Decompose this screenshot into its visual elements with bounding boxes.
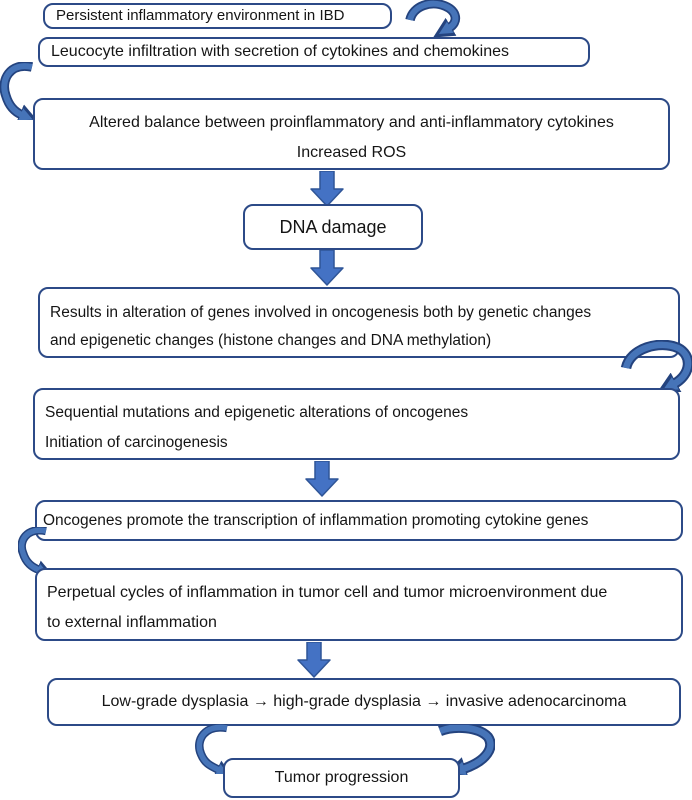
box-altered-balance: Altered balance between proinflammatory …	[33, 98, 670, 170]
box-dysplasia-progression: Low-grade dysplasia → high-grade dysplas…	[47, 678, 681, 726]
box-oncogene-transcription: Oncogenes promote the transcription of i…	[35, 500, 683, 541]
box-leucocyte-infiltration: Leucocyte infiltration with secretion of…	[38, 37, 590, 67]
down-block-arrow-2	[309, 250, 345, 286]
box-sequential-mutations: Sequential mutations and epigenetic alte…	[33, 388, 680, 460]
box-tumor-progression: Tumor progression	[223, 758, 460, 798]
curved-loop-arrow-2	[620, 340, 692, 392]
box-gene-alteration-line2: and epigenetic changes (histone changes …	[50, 332, 492, 349]
c-curve-arrow-3	[193, 724, 235, 774]
box-persistent-inflammation: Persistent inflammatory environment in I…	[43, 3, 392, 29]
box-gene-alteration: Results in alteration of genes involved …	[38, 287, 680, 358]
curved-loop-arrow-1	[405, 0, 463, 40]
down-block-arrow-1	[309, 171, 345, 207]
box-altered-balance-line1: Altered balance between proinflammatory …	[89, 114, 614, 131]
box-dna-damage: DNA damage	[243, 204, 423, 250]
down-block-arrow-3	[304, 461, 340, 497]
c-curve-arrow-2	[18, 527, 54, 573]
c-curve-arrow-1	[0, 62, 40, 120]
box-altered-balance-line2: Increased ROS	[296, 144, 407, 161]
box-perpetual-cycles-line1: Perpetual cycles of inflammation in tumo…	[47, 584, 608, 601]
box-gene-alteration-line1: Results in alteration of genes involved …	[50, 304, 592, 321]
box-sequential-mutations-line2: Initiation of carcinogenesis	[45, 434, 228, 451]
box-sequential-mutations-line1: Sequential mutations and epigenetic alte…	[45, 404, 469, 421]
curved-loop-arrow-3	[435, 725, 495, 775]
box-perpetual-cycles: Perpetual cycles of inflammation in tumo…	[35, 568, 683, 641]
box-perpetual-cycles-line2: to external inflammation	[47, 614, 217, 631]
down-block-arrow-4	[296, 642, 332, 678]
